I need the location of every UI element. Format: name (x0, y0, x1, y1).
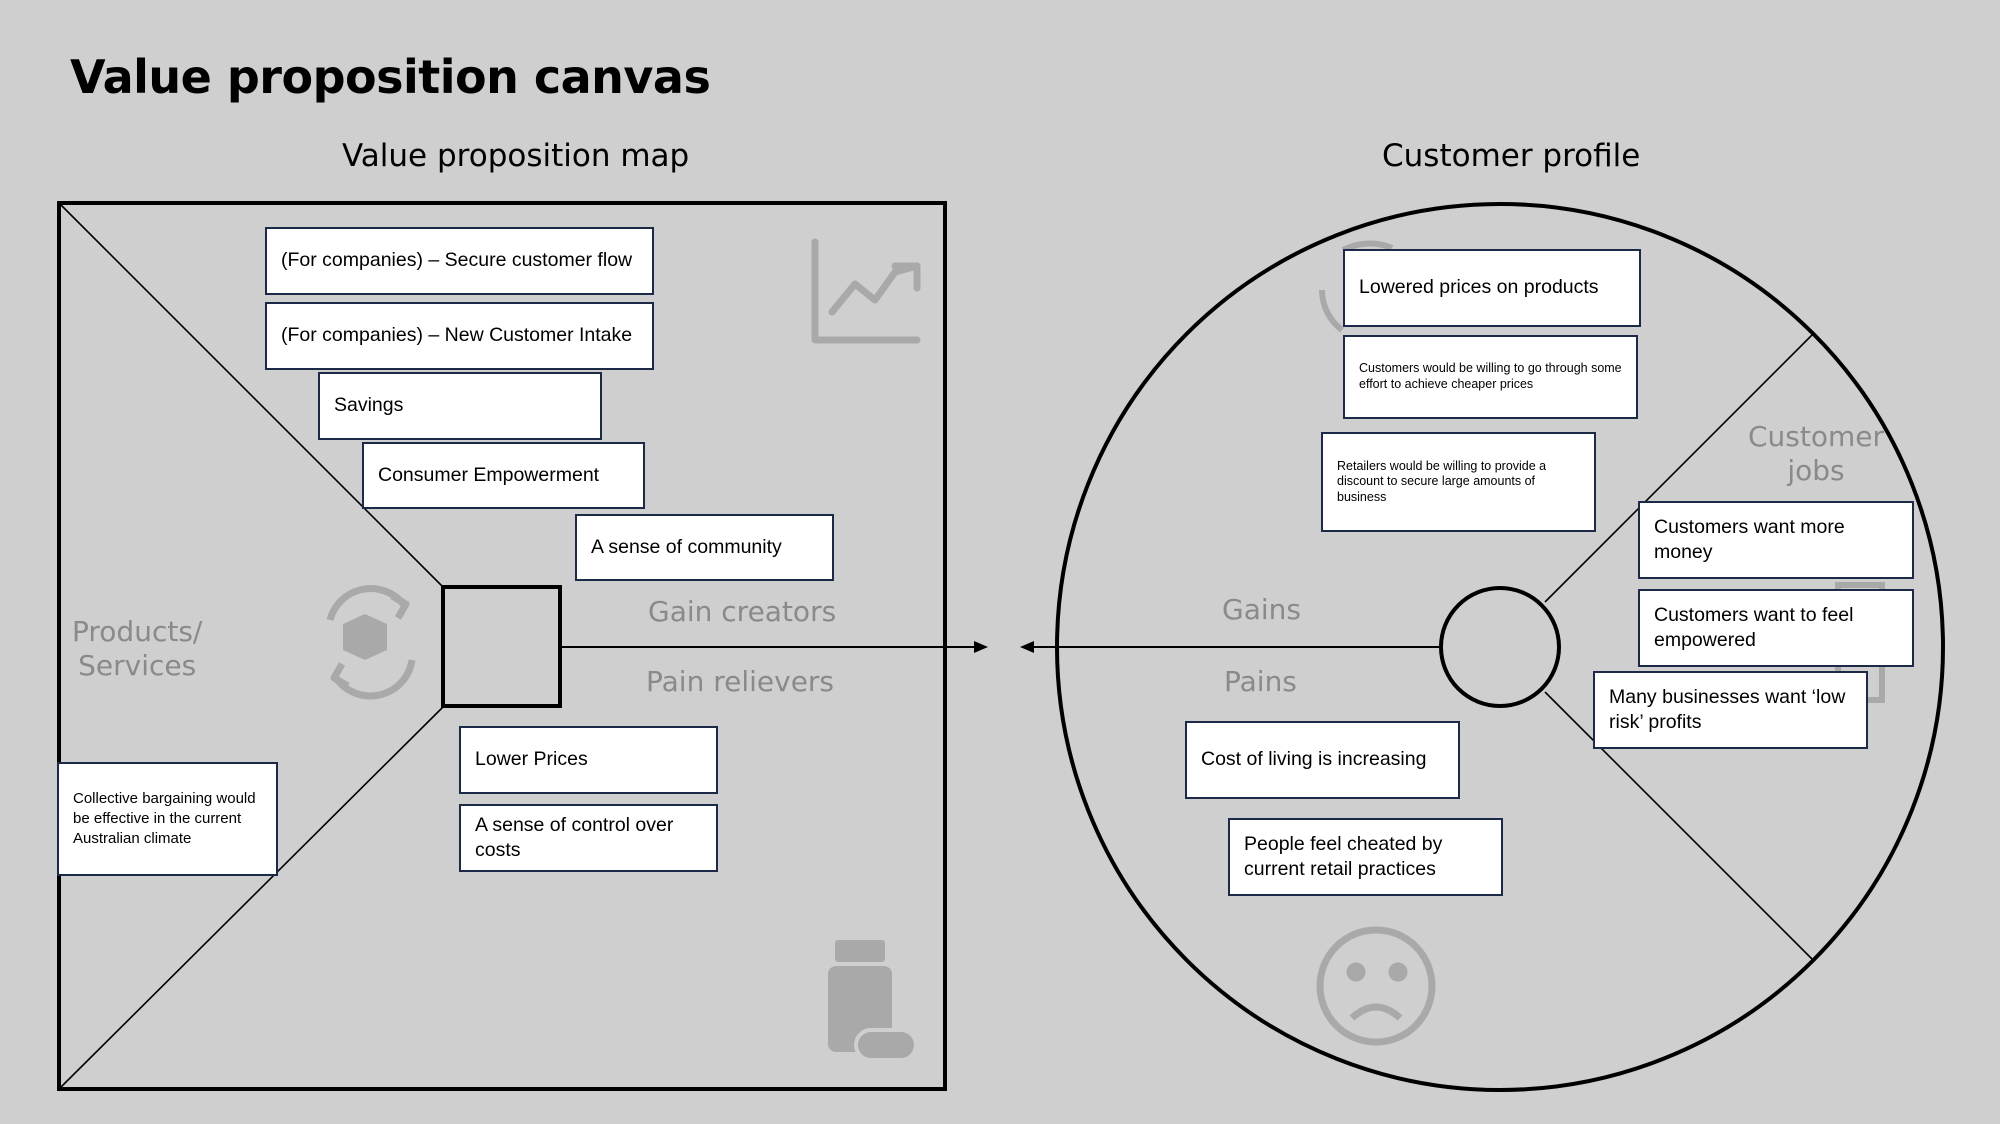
gain-card: Retailers would be willing to provide a … (1321, 432, 1596, 532)
page-title: Value proposition canvas (70, 50, 711, 104)
gain-creator-card: Consumer Empowerment (362, 442, 645, 509)
arrow-left-icon (1020, 641, 1034, 653)
job-card: Customers want more money (1638, 501, 1914, 579)
pain-card: Cost of living is increasing (1185, 721, 1460, 799)
gain-creators-label: Gain creators (648, 595, 837, 628)
customer-profile-circle (1055, 202, 1945, 1092)
chart-up-icon (811, 238, 921, 344)
pain-relievers-label: Pain relievers (646, 665, 835, 698)
customer-profile-center-circle (1439, 586, 1561, 708)
gain-creator-card: (For companies) – New Customer Intake (265, 302, 654, 370)
gain-creator-card: (For companies) – Secure customer flow (265, 227, 654, 295)
gain-creator-card: Savings (318, 372, 602, 440)
gain-card: Customers would be willing to go through… (1343, 335, 1638, 419)
smile-icon (1319, 240, 1394, 333)
pain-reliever-card: Lower Prices (459, 726, 718, 794)
sad-face-icon (1316, 926, 1436, 1046)
products-services-label: Products/Services (72, 615, 203, 683)
gains-label: Gains (1222, 593, 1301, 626)
recycle-box-icon (326, 585, 416, 700)
customer-profile-heading: Customer profile (1382, 138, 1641, 174)
pill-bottle-icon (828, 940, 918, 1062)
value-map-center-box (441, 585, 562, 708)
job-card: Customers want to feel empowered (1638, 589, 1914, 667)
pain-reliever-card: A sense of control over costs (459, 804, 718, 872)
gain-creator-card: A sense of community (575, 514, 834, 581)
gain-card: Lowered prices on products (1343, 249, 1641, 327)
product-card: Collective bargaining would be effective… (57, 762, 278, 876)
pain-card: People feel cheated by current retail pr… (1228, 818, 1503, 896)
arrow-right-icon (974, 641, 988, 653)
pains-label: Pains (1224, 665, 1297, 698)
job-card: Many businesses want ‘low risk’ profits (1593, 671, 1868, 749)
value-map-heading: Value proposition map (342, 138, 690, 174)
